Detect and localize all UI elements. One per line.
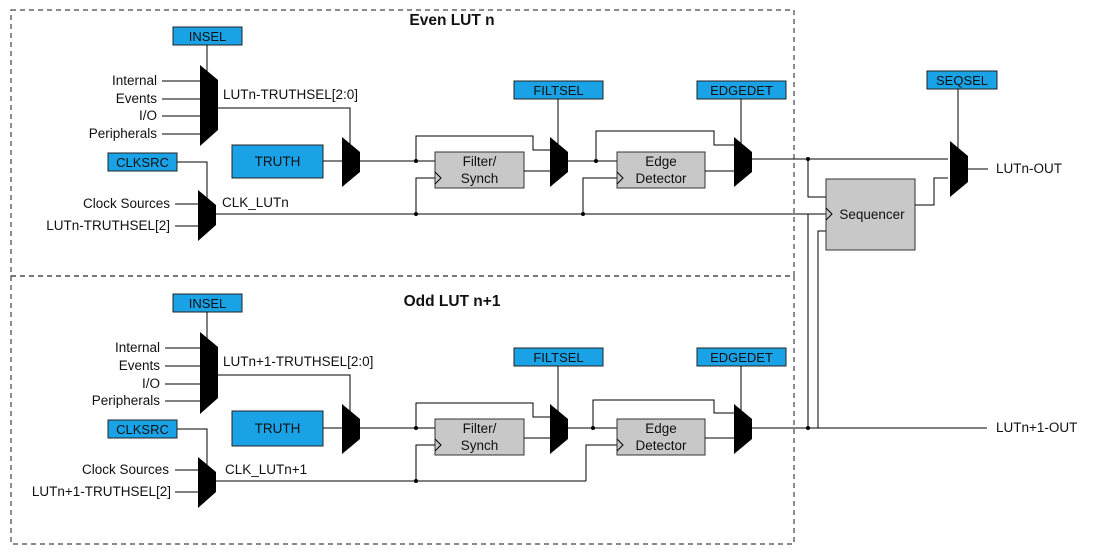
sequencer-label: Sequencer bbox=[839, 207, 905, 222]
even-truth-mux bbox=[342, 137, 360, 187]
odd-filter-line1: Filter/ bbox=[463, 421, 497, 436]
even-filter-line2: Synch bbox=[461, 171, 499, 186]
even-filter-mux bbox=[550, 137, 568, 187]
odd-edge-line2: Detector bbox=[635, 438, 687, 453]
odd-truth-mux bbox=[342, 404, 360, 454]
even-lut-title: Even LUT n bbox=[409, 12, 494, 29]
odd-input-peripherals: Peripherals bbox=[92, 393, 161, 408]
odd-clksrc-label: CLKSRC bbox=[116, 422, 169, 437]
even-lut-region bbox=[10, 9, 795, 277]
odd-lut-group: Odd LUT n+1 INSEL Internal Events I/O Pe… bbox=[32, 293, 987, 508]
even-edge-line1: Edge bbox=[645, 154, 677, 169]
odd-edge-mux bbox=[734, 404, 752, 454]
odd-clk-label: CLK_LUTn+1 bbox=[225, 462, 307, 477]
odd-filtsel-label: FILTSEL bbox=[533, 350, 583, 365]
even-clock-mux bbox=[198, 190, 216, 241]
odd-truthsel-label: LUTn+1-TRUTHSEL[2:0] bbox=[223, 354, 373, 369]
odd-truth-register bbox=[231, 410, 324, 447]
even-filtsel-label: FILTSEL bbox=[533, 83, 583, 98]
lutn1-out-label: LUTn+1-OUT bbox=[996, 420, 1077, 435]
lutn-out-label: LUTn-OUT bbox=[996, 161, 1062, 176]
seqsel-mux bbox=[950, 141, 968, 197]
odd-input-events: Events bbox=[119, 358, 161, 373]
odd-insel-label: INSEL bbox=[189, 296, 227, 311]
even-input-io: I/O bbox=[139, 108, 157, 123]
even-edge-mux bbox=[734, 137, 752, 187]
even-input-internal: Internal bbox=[112, 73, 157, 88]
odd-clock-sources: Clock Sources bbox=[82, 462, 169, 477]
odd-edge-line1: Edge bbox=[645, 421, 677, 436]
even-edge-detector-block bbox=[616, 151, 706, 189]
even-clksrc-label: CLKSRC bbox=[116, 155, 169, 170]
odd-filter-synch-block bbox=[434, 418, 525, 456]
even-truthsel2: LUTn-TRUTHSEL[2] bbox=[46, 218, 170, 233]
even-input-peripherals: Peripherals bbox=[89, 126, 158, 141]
even-truth-label: TRUTH bbox=[255, 154, 301, 169]
even-filter-line1: Filter/ bbox=[463, 154, 497, 169]
odd-input-internal: Internal bbox=[115, 340, 160, 355]
even-truthsel-label: LUTn-TRUTHSEL[2:0] bbox=[223, 87, 358, 102]
even-clk-label: CLK_LUTn bbox=[222, 195, 289, 210]
odd-filter-line2: Synch bbox=[461, 438, 499, 453]
even-input-events: Events bbox=[116, 91, 158, 106]
even-truth-register bbox=[231, 144, 324, 179]
seqsel-label: SEQSEL bbox=[936, 73, 988, 88]
odd-input-io: I/O bbox=[142, 376, 160, 391]
even-edgedet-label: EDGEDET bbox=[710, 83, 773, 98]
sequencer-block bbox=[825, 178, 916, 251]
seqsel-register bbox=[926, 70, 998, 90]
even-clock-sources: Clock Sources bbox=[83, 196, 170, 211]
odd-filter-mux bbox=[550, 404, 568, 454]
even-input-mux bbox=[200, 65, 218, 146]
odd-truth-label: TRUTH bbox=[255, 421, 301, 436]
even-lut-group: Even LUT n INSEL Internal Events I/O Per… bbox=[46, 12, 948, 241]
even-insel-label: INSEL bbox=[189, 29, 227, 44]
odd-lut-title: Odd LUT n+1 bbox=[404, 293, 501, 310]
odd-input-mux bbox=[200, 332, 218, 414]
odd-edgedet-label: EDGEDET bbox=[710, 350, 773, 365]
odd-clock-mux bbox=[198, 457, 216, 508]
odd-truthsel2: LUTn+1-TRUTHSEL[2] bbox=[32, 484, 171, 499]
sequencer-output-group: Sequencer SEQSEL LUTn-OUT LUTn+1-OUT bbox=[807, 70, 1077, 435]
even-filter-synch-block bbox=[434, 151, 525, 189]
odd-lut-region bbox=[10, 275, 795, 545]
odd-edge-detector-block bbox=[616, 418, 706, 456]
even-edge-line2: Detector bbox=[635, 171, 687, 186]
